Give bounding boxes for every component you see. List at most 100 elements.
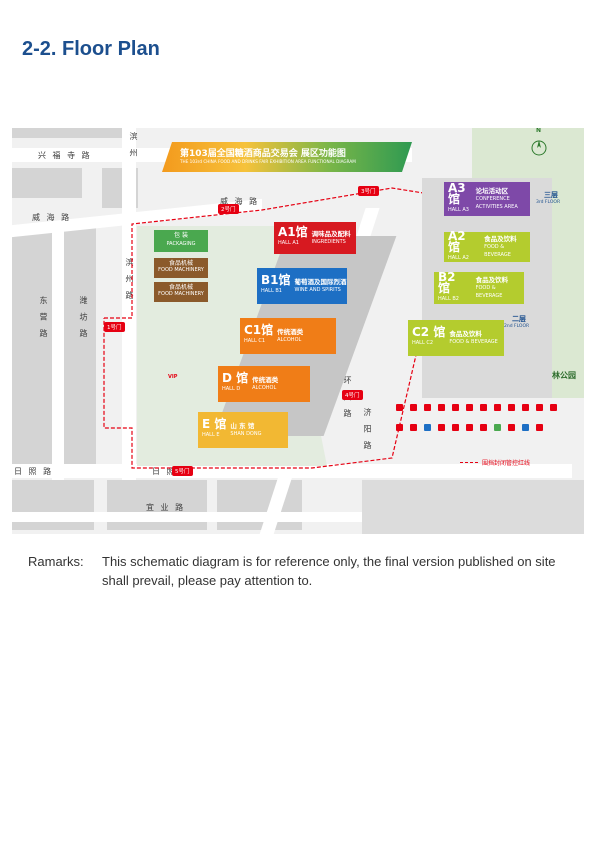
city-block (12, 168, 82, 198)
remarks-line-1: This schematic diagram is for reference … (102, 554, 556, 569)
road-label-weihai-center: 威 海 路 (220, 197, 260, 206)
legend-icon (466, 424, 473, 431)
floor-third-en: 3rd FLOOR (536, 200, 561, 205)
gate-1[interactable]: 1号门 (104, 322, 125, 332)
page-title: 2-2. Floor Plan (22, 38, 160, 60)
gate-5[interactable]: 5号门 (172, 466, 193, 476)
banner-subtitle: THE 103rd CHINA FOOD AND DRINKS FAIR EXH… (180, 159, 356, 164)
boundary-legend-label: 围挡封闭管控红线 (482, 460, 531, 467)
legend-icon (410, 404, 417, 411)
legend-icon (536, 404, 543, 411)
area-packaging-en: PACKAGING (166, 241, 196, 247)
floor-second-en: 2nd FLOOR (504, 324, 530, 329)
legend-icon (452, 404, 459, 411)
boundary-legend-swatch (460, 462, 478, 463)
road-label-binzhou: 滨 州 路 (125, 258, 134, 303)
road-label-weihai-west: 威 海 路 (32, 213, 72, 222)
legend-icon (452, 424, 459, 431)
compass-north: N (536, 128, 542, 134)
legend-icon (410, 424, 417, 431)
floor-plan-map[interactable]: 兴 福 寺 路 威 海 路 威 海 路 东 营 路 潍 坊 路 滨 州 滨 州 … (12, 128, 584, 534)
road-label-dongying: 东 营 路 (39, 296, 48, 341)
legend-icon (494, 404, 501, 411)
legend-icon (480, 404, 487, 411)
legend-icon (522, 424, 529, 431)
area-packaging-cn: 包 装 (174, 232, 188, 239)
legend-icon (508, 404, 515, 411)
legend-icon (550, 404, 557, 411)
legend-icon (494, 424, 501, 431)
legend-icon (536, 424, 543, 431)
road-label-xingfu: 兴 福 寺 路 (38, 151, 92, 160)
area-packaging[interactable]: 包 装 PACKAGING (154, 230, 208, 252)
gate-4[interactable]: 4号门 (342, 390, 363, 400)
area-food-machinery-2-en: FOOD MACHINERY (158, 291, 204, 297)
city-block (12, 128, 122, 138)
banner-title: 第103届全国糖酒商品交易会 展区功能图 (180, 149, 346, 159)
area-food-machinery-2[interactable]: 食品机械 FOOD MACHINERY (154, 282, 208, 302)
legend-icon (438, 404, 445, 411)
road-dongying (52, 224, 64, 480)
road-binzhou (122, 128, 136, 480)
map-legend (390, 400, 576, 444)
floor-third-label: 三层 (544, 191, 558, 199)
legend-icon (396, 404, 403, 411)
road-label-binzhou-top: 滨 州 (129, 132, 138, 160)
map-banner: 第103届全国糖酒商品交易会 展区功能图 THE 103rd CHINA FOO… (162, 142, 412, 172)
gate-3[interactable]: 3号门 (358, 186, 379, 196)
legend-icon (522, 404, 529, 411)
legend-icon (424, 404, 431, 411)
road-yiye (12, 512, 362, 522)
city-block (362, 480, 584, 534)
legend-icon (508, 424, 515, 431)
legend-icon (396, 424, 403, 431)
legend-icon (480, 424, 487, 431)
city-block (12, 228, 52, 478)
road-label-jiyang: 济 阳 路 (363, 408, 372, 453)
area-food-machinery-2-cn: 食品机械 (168, 284, 193, 291)
gate-2[interactable]: 2号门 (218, 204, 239, 214)
road-label-rizhao-center: 日 照 路 (152, 467, 189, 476)
area-food-machinery-1-cn: 食品机械 (168, 260, 193, 267)
area-food-machinery-1-en: FOOD MACHINERY (158, 267, 204, 273)
road-label-yiye: 宜 业 路 (146, 503, 186, 512)
legend-icon (438, 424, 445, 431)
park-label: 济南森林公园 (528, 371, 576, 380)
road-label-rizhao-west: 日 照 路 (14, 467, 54, 476)
remarks-label: Ramarks: (28, 554, 84, 569)
remarks-line-2: shall prevail, please pay attention to. (102, 573, 313, 588)
legend-icon (424, 424, 431, 431)
road-label-weifang: 潍 坊 路 (79, 296, 88, 341)
compass-icon (527, 134, 551, 158)
vip-label: VIP (168, 374, 178, 380)
legend-icon (466, 404, 473, 411)
floor-second-label: 二层 (512, 315, 526, 323)
area-food-machinery-1[interactable]: 食品机械 FOOD MACHINERY (154, 258, 208, 278)
